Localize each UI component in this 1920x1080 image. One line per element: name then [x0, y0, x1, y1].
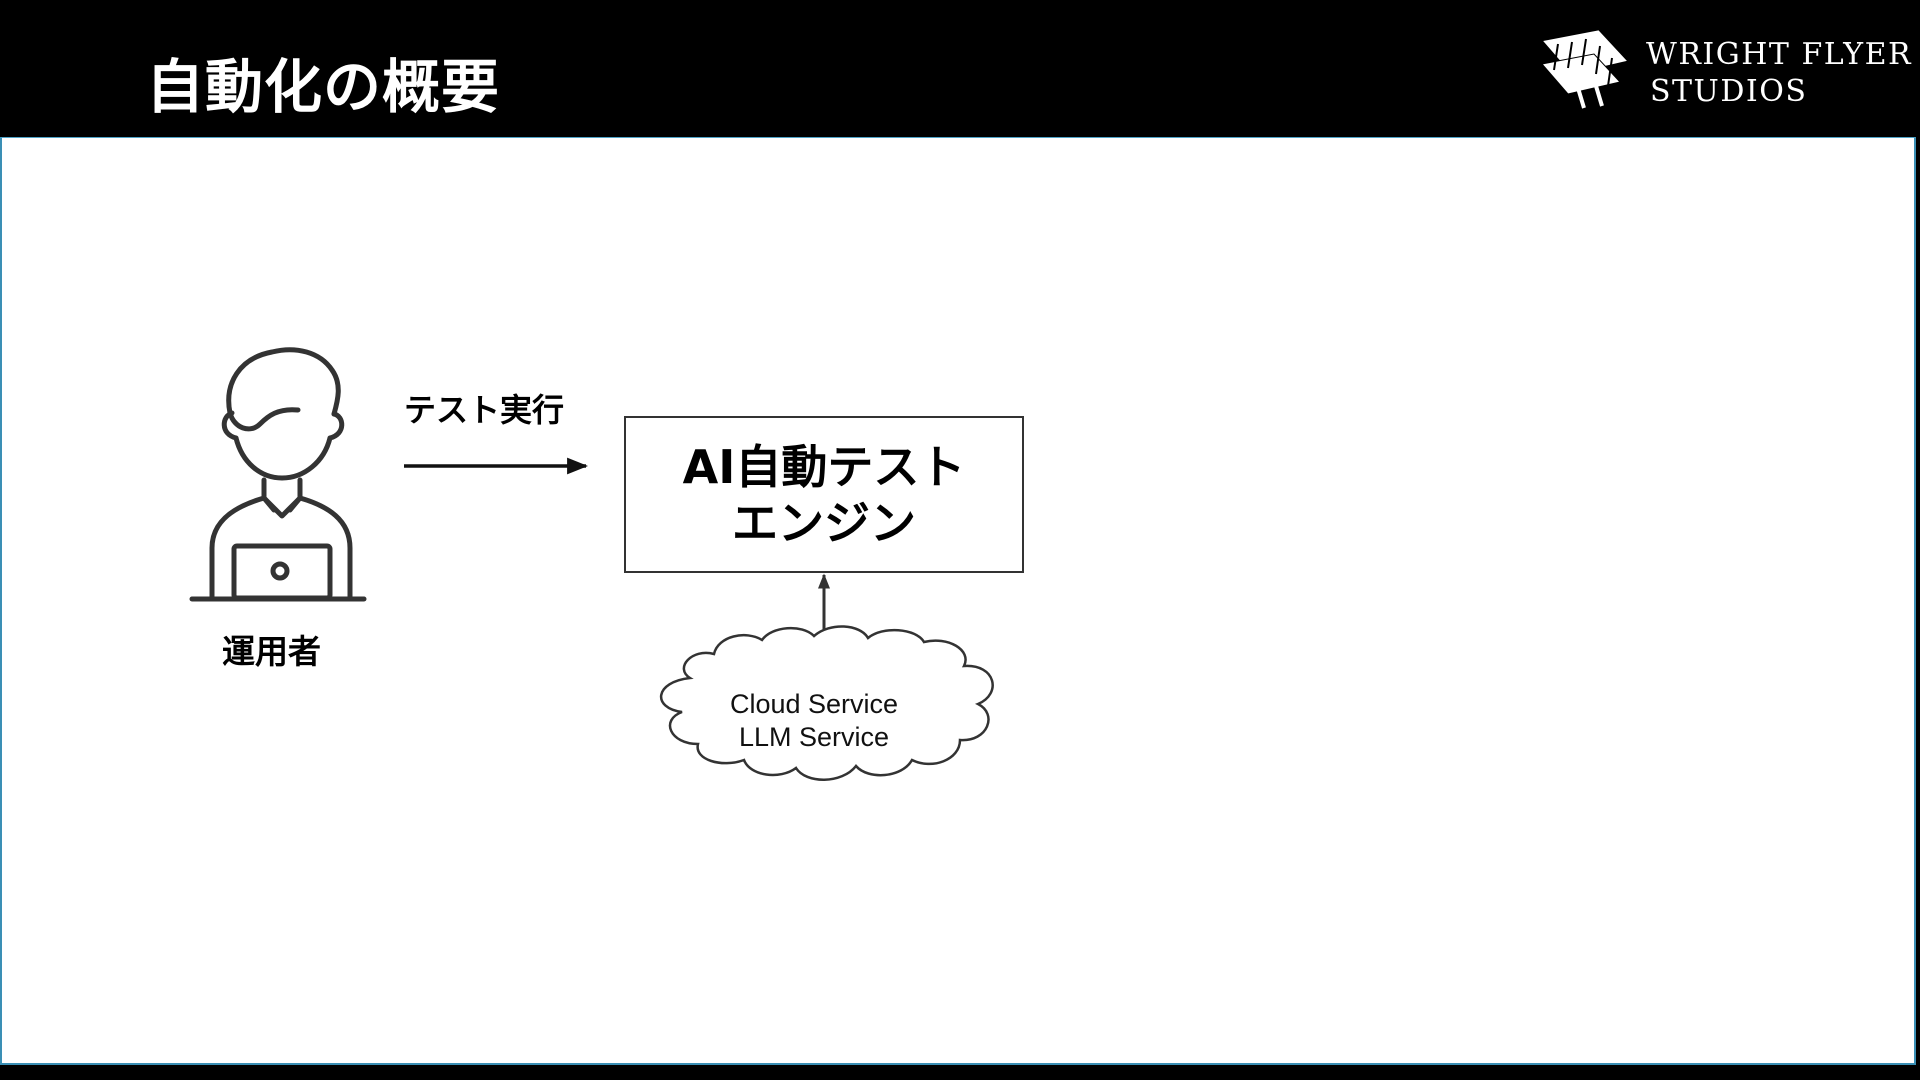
operator-label: 運用者 — [222, 632, 321, 671]
execute-test-label: テスト実行 — [404, 391, 565, 429]
company-logo: WRIGHT FLYER STUDIOS — [1538, 30, 1911, 112]
biplane-logo-icon — [1541, 30, 1627, 109]
ai-test-engine-box: AI自動テスト エンジン — [624, 416, 1024, 573]
cloud-label-line-2: LLM Service — [738, 722, 890, 752]
logo-line-1: WRIGHT FLYER — [1646, 37, 1913, 72]
slide-header: 自動化の概要 WRIGHT FLYER STUDIOS — [0, 0, 1920, 137]
slide-canvas: テスト実行 運用者 AI自動テスト エンジン Cloud Service LLM… — [0, 137, 1916, 1065]
cloud-shape — [660, 625, 994, 781]
engine-label-line-2: エンジン — [732, 495, 916, 550]
engine-label-line-1: AI自動テスト — [682, 439, 966, 494]
cloud-label-line-1: Cloud Service — [729, 689, 899, 719]
slide-title: 自動化の概要 — [146, 53, 501, 121]
logo-wordmark: WRIGHT FLYER STUDIOS — [1646, 36, 1912, 110]
cloud-service-label: Cloud Service LLM Service — [682, 688, 946, 754]
diagram-graphics — [189, 347, 994, 781]
logo-line-2: STUDIOS — [1650, 74, 1808, 109]
operator-person-icon — [189, 347, 367, 602]
